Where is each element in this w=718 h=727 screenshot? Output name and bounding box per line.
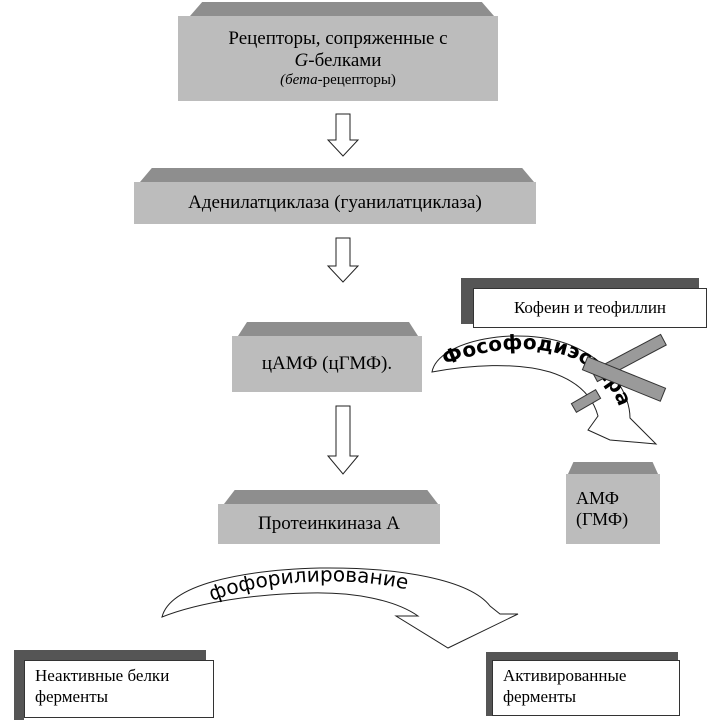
active-label-shadow-top xyxy=(486,652,678,662)
down-arrow-2 xyxy=(326,237,360,283)
inactive-line-1: Неактивные белки xyxy=(35,666,170,685)
amp-line-2: (ГМФ) xyxy=(576,509,629,529)
inactive-label-shadow-top xyxy=(14,650,206,660)
receptors-box: Рецепторы, сопряженные с G-белками (бета… xyxy=(178,16,498,101)
protein-kinase-box-bevel xyxy=(224,490,438,504)
activated-enzymes-label: Активированные ферменты xyxy=(492,660,680,716)
receptors-line-1: Рецепторы, сопряженные с xyxy=(228,28,448,50)
camp-box-bevel xyxy=(238,322,418,336)
down-arrow-1 xyxy=(326,113,360,157)
receptors-g-letter: G xyxy=(294,49,309,71)
inactive-label-shadow-left xyxy=(14,650,24,720)
phosphodiesterase-label: Фософодиэстаразы xyxy=(0,0,637,409)
active-line-2: ферменты xyxy=(503,687,577,707)
phosphodiesterase-text: Фософодиэстаразы xyxy=(0,0,637,409)
caffeine-label-text: Кофеин и теофиллин xyxy=(513,298,667,318)
down-arrow-3 xyxy=(326,405,360,475)
inhibitor-bar-middle xyxy=(581,356,667,402)
receptors-receptors-word: -рецепторы) xyxy=(317,71,396,88)
receptors-beta-word: (бета xyxy=(280,71,318,88)
receptors-box-bevel xyxy=(190,2,494,16)
amp-line-1: АМФ xyxy=(576,488,619,509)
inhibitor-bar-bottom xyxy=(570,388,602,414)
inhibitor-bars xyxy=(570,333,667,414)
active-label-shadow-left xyxy=(486,652,496,716)
adenylate-cyclase-box-bevel xyxy=(140,168,534,182)
receptors-line-2: G-белками xyxy=(295,50,382,72)
caffeine-label-shadow-left xyxy=(461,278,473,324)
adenylate-cyclase-box: Аденилатциклаза (гуанилатциклаза) xyxy=(134,182,536,224)
active-line-1: Активированные xyxy=(503,666,627,685)
receptors-line-3: (бета-рецепторы) xyxy=(280,72,396,89)
inactive-proteins-label: Неактивные белки ферменты xyxy=(24,660,214,718)
inactive-line-2: ферменты xyxy=(35,687,109,707)
camp-box: цАМФ (цГМФ). xyxy=(232,336,422,392)
receptors-g-proteins: -белками xyxy=(308,49,382,71)
caffeine-label: Кофеин и теофиллин xyxy=(473,288,707,328)
protein-kinase-box: Протеинкиназа А xyxy=(218,504,440,544)
phosphorylation-arrow xyxy=(161,567,519,649)
protein-kinase-label: Протеинкиназа А xyxy=(258,513,400,535)
camp-label: цАМФ (цГМФ). xyxy=(261,353,393,375)
amp-box: АМФ (ГМФ) xyxy=(566,474,660,544)
adenylate-cyclase-label: Аденилатциклаза (гуанилатциклаза) xyxy=(188,192,482,214)
amp-box-bevel xyxy=(568,462,658,474)
caffeine-label-shadow-top xyxy=(461,278,699,288)
